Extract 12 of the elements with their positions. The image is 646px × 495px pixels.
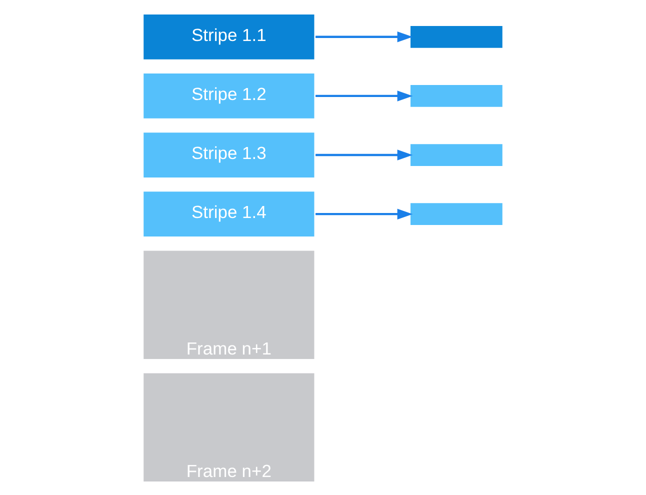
node-box: Stripe 1.2 <box>141 70 316 120</box>
arrow <box>316 208 413 219</box>
node-box <box>408 141 505 168</box>
arrow <box>316 31 413 42</box>
node-box: Stripe 1.4 <box>141 188 316 238</box>
arrow <box>316 90 413 101</box>
arrow <box>316 149 413 160</box>
node-box: Stripe 1.3 <box>141 130 316 180</box>
node-box <box>408 23 505 50</box>
node-box <box>408 200 505 227</box>
node-box: Stripe 1.1 <box>141 12 316 61</box>
node-box <box>408 82 505 109</box>
